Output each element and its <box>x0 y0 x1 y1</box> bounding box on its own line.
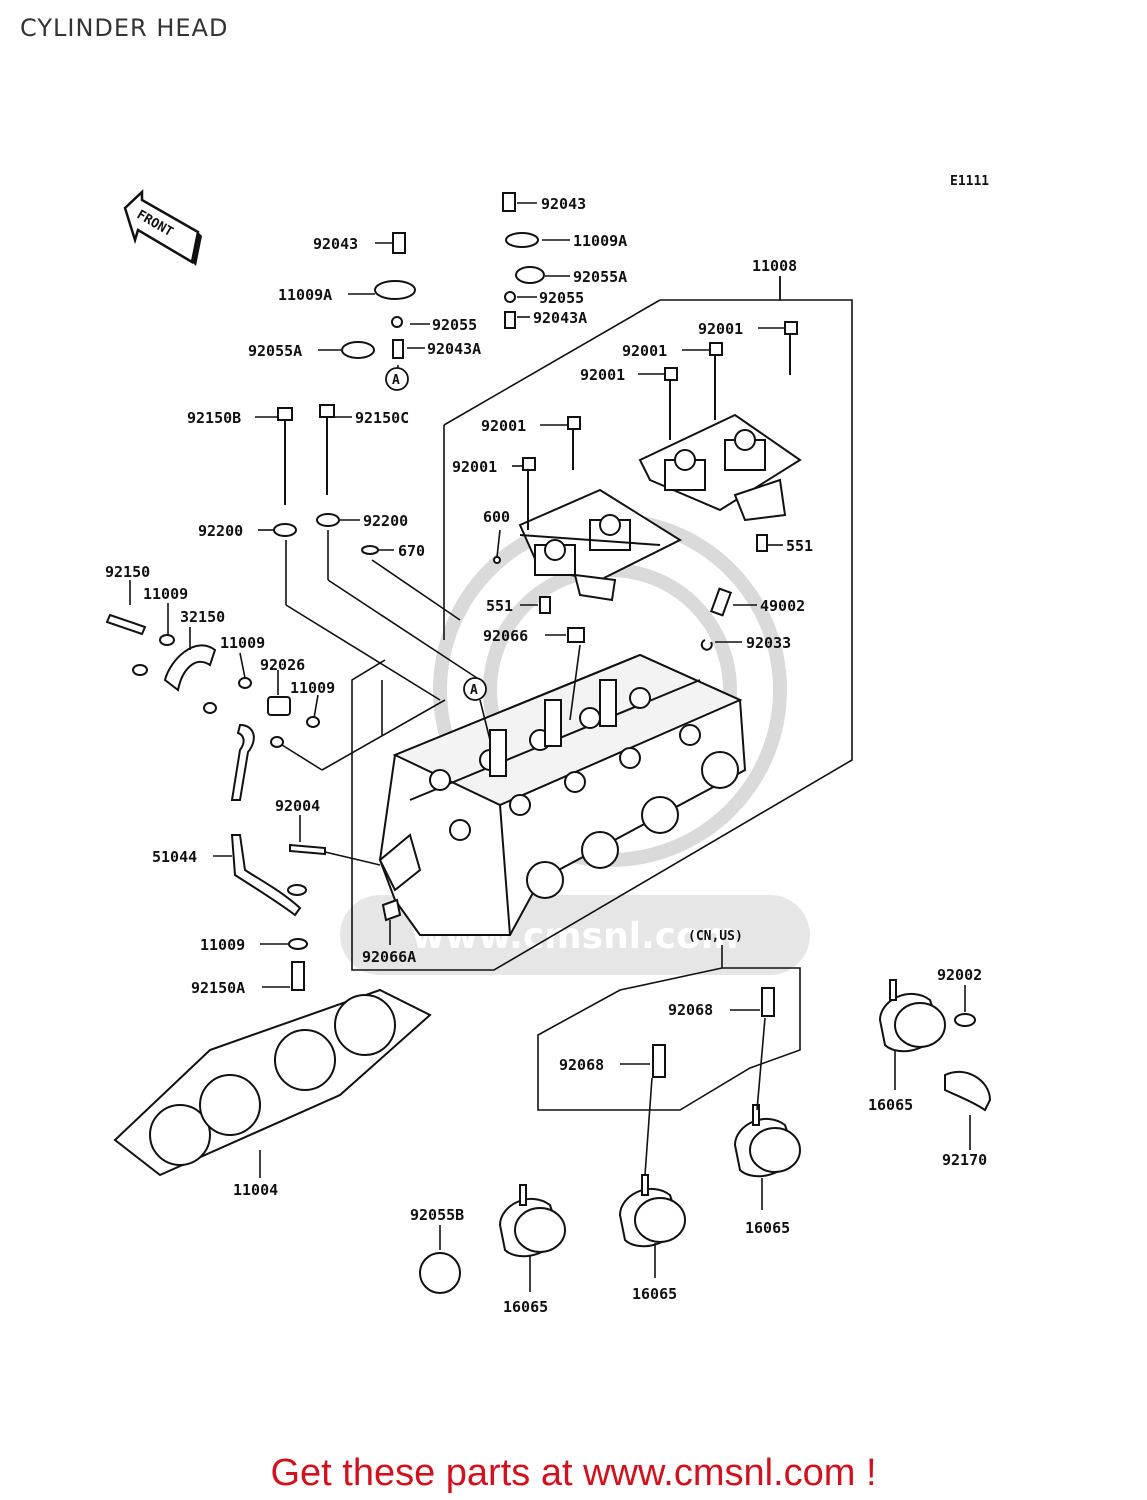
part-label-92001-a: 92001 <box>698 320 743 338</box>
part-label-11009a-top: 11009A <box>573 232 627 250</box>
part-label-11004: 11004 <box>233 1181 278 1199</box>
part-label-16065-a: 16065 <box>868 1096 913 1114</box>
part-label-11009-a: 11009 <box>143 585 188 603</box>
part-label-92043a-top: 92043A <box>533 309 587 327</box>
front-arrow-icon: FRONT <box>123 189 202 266</box>
part-label-92002: 92002 <box>937 966 982 984</box>
small-parts <box>105 192 992 1294</box>
part-label-92150c: 92150C <box>355 409 409 427</box>
part-label-11009-d: 11009 <box>200 936 245 954</box>
part-label-92066a: 92066A <box>362 948 416 966</box>
part-label-92068-a: 92068 <box>668 1001 713 1019</box>
assembly-outline <box>351 276 853 971</box>
part-label-92066: 92066 <box>483 627 528 645</box>
part-label-92055b: 92055B <box>410 1206 464 1224</box>
part-label-92200-b: 92200 <box>363 512 408 530</box>
cylinder-head-gasket <box>113 988 432 1177</box>
leader-lines <box>129 202 971 1292</box>
part-label-600: 600 <box>483 508 510 526</box>
footer-link-text[interactable]: Get these parts at www.cmsnl.com ! <box>270 1452 877 1494</box>
reference-mark-a-top <box>385 367 409 391</box>
part-label-16065-b: 16065 <box>745 1219 790 1237</box>
part-label-92001-b: 92001 <box>622 342 667 360</box>
camshaft-holder-front <box>518 488 683 602</box>
part-label-51044: 51044 <box>152 848 197 866</box>
part-label-11009-c: 11009 <box>290 679 335 697</box>
part-label-16065-c: 16065 <box>632 1285 677 1303</box>
region-note: (CN,US) <box>688 929 743 944</box>
part-label-92026: 92026 <box>260 656 305 674</box>
part-label-92055a-left: 92055A <box>248 342 302 360</box>
part-label-92055-top: 92055 <box>539 289 584 307</box>
part-label-92001-e: 92001 <box>452 458 497 476</box>
part-label-92055a-top: 92055A <box>573 268 627 286</box>
region-bracket <box>537 945 801 1111</box>
part-label-11008: 11008 <box>752 257 797 275</box>
part-label-92043-top: 92043 <box>541 195 586 213</box>
part-label-92150b: 92150B <box>187 409 241 427</box>
part-label-11009a-left: 11009A <box>278 286 332 304</box>
part-label-32150: 32150 <box>180 608 225 626</box>
part-label-551-a: 551 <box>486 597 513 615</box>
figure-code: E1111 <box>950 174 989 189</box>
reference-marks: A A <box>385 367 487 701</box>
part-label-92001-d: 92001 <box>481 417 526 435</box>
part-label-92150: 92150 <box>105 563 150 581</box>
intake-holders <box>498 979 946 1258</box>
part-label-92150a: 92150A <box>191 979 245 997</box>
part-label-92170: 92170 <box>942 1151 987 1169</box>
part-label-92043a-left: 92043A <box>427 340 481 358</box>
reference-mark-a-head <box>463 677 487 701</box>
part-label-92055-left: 92055 <box>432 316 477 334</box>
part-label-16065-d: 16065 <box>503 1298 548 1316</box>
page-title: CYLINDER HEAD <box>20 14 229 42</box>
part-label-49002: 49002 <box>760 597 805 615</box>
part-label-92001-c: 92001 <box>580 366 625 384</box>
camshaft-holder-rear <box>638 413 802 522</box>
part-label-92200-a: 92200 <box>198 522 243 540</box>
part-label-92004: 92004 <box>275 797 320 815</box>
part-label-551-b: 551 <box>786 537 813 555</box>
part-label-92068-b: 92068 <box>559 1056 604 1074</box>
part-label-11009-b: 11009 <box>220 634 265 652</box>
part-label-92043-left: 92043 <box>313 235 358 253</box>
part-label-670: 670 <box>398 542 425 560</box>
part-labels: 11008 92043 11009A 92055A 92055 92043A 9… <box>105 195 987 1316</box>
part-label-92033: 92033 <box>746 634 791 652</box>
cylinder-head-drawing <box>378 653 747 936</box>
reference-mark-a-top-label: A <box>392 373 400 388</box>
parts-diagram: www.cmsnl.com E1111 FRONT <box>105 174 992 1316</box>
reference-mark-a-head-label: A <box>470 683 478 698</box>
